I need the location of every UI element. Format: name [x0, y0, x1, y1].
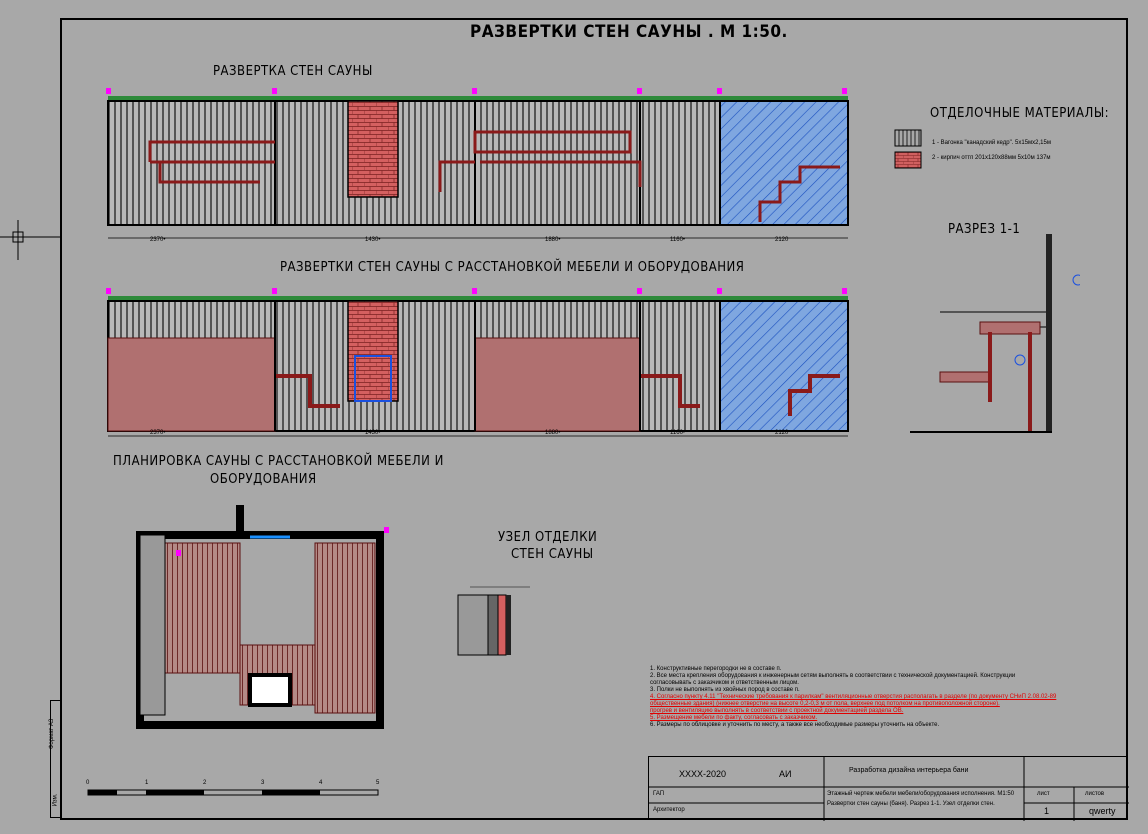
dim-top-5: 2120: [775, 237, 789, 243]
stamp-sheets-value: qwerty: [1089, 806, 1116, 816]
title-block-stamp: XXXX-2020 АИ Разработка дизайна интерьер…: [648, 756, 1129, 821]
main-title: РАЗВЕРТКИ СТЕН САУНЫ . М 1:50.: [470, 22, 788, 42]
wall-elevation-furniture: [106, 288, 849, 437]
section-title-walls: РАЗВЕРТКА СТЕН САУНЫ: [213, 64, 373, 79]
stamp-sheet-number: 1: [1044, 806, 1050, 816]
wall-finish-node-drawing: [457, 586, 530, 656]
dim-top-3: 1880•: [545, 237, 561, 243]
materials-legend-swatches: [894, 129, 922, 169]
material-2-label: 2 - кирпич оттп 201х120х88мм 5х10м 137м: [932, 155, 1051, 161]
note-3: 3. Полки не выполнять из хвойных пород в…: [650, 687, 800, 693]
stamp-stage: АИ: [779, 769, 792, 779]
dim-mid-3: 1880•: [545, 430, 561, 436]
scale-tick-4: 4: [319, 780, 323, 786]
scale-tick-3: 3: [261, 780, 265, 786]
side-title-strip: Формат А3 Изм.: [49, 700, 62, 818]
stamp-sheet-title-2: Этажный чертеж мебели мебели/оборудовани…: [827, 791, 1015, 797]
side-rev-label: Изм.: [52, 793, 59, 807]
stamp-author: Архитектор: [653, 807, 685, 813]
stamp-gip: ГАП: [653, 791, 665, 797]
note-1: 1. Конструктивные перегородки не в соста…: [650, 666, 782, 672]
scale-tick-2: 2: [203, 780, 207, 786]
dim-top-4: 1160•: [670, 237, 686, 243]
section-title-walls-furniture: РАЗВЕРТКИ СТЕН САУНЫ С РАССТАНОВКОЙ МЕБЕ…: [280, 260, 745, 275]
note-5: 5. Размещение мебели по факту, согласова…: [650, 715, 818, 721]
dim-top-1: 2370•: [150, 237, 166, 243]
material-1-label: 1 - Вагонка "канадский кедр". 5х15мх2,15…: [932, 140, 1051, 146]
stamp-sheet-label: лист: [1037, 791, 1050, 797]
scale-tick-0: 0: [86, 780, 90, 786]
stamp-code: XXXX-2020: [679, 769, 727, 779]
drawing-sheet-frame: [60, 18, 1128, 820]
section-1-1-drawing: [910, 234, 1080, 433]
note-4c: прогрев и вентиляцию выполнять в соответ…: [650, 708, 904, 714]
side-format-label: Формат А3: [49, 718, 56, 750]
materials-title: ОТДЕЛОЧНЫЕ МАТЕРИАЛЫ:: [930, 106, 1110, 121]
dim-mid-2: 1430•: [365, 430, 381, 436]
section-title-node-2: СТЕН САУНЫ: [511, 547, 594, 562]
crosshair-cursor: [0, 220, 60, 260]
section-title-plan-1: ПЛАНИРОВКА САУНЫ С РАССТАНОВКОЙ МЕБЕЛИ И: [113, 454, 444, 469]
section-title-plan-2: ОБОРУДОВАНИЯ: [210, 472, 317, 487]
scale-tick-5: 5: [376, 780, 380, 786]
stamp-sheets-label: листов: [1085, 791, 1105, 797]
dim-top-2: 1430•: [365, 237, 381, 243]
stamp-sheet-title: Развертки стен сауны (баня). Разрез 1-1.…: [827, 801, 995, 807]
scale-tick-1: 1: [145, 780, 149, 786]
note-4: 4. Согласно пункту 4.11 "Технические тре…: [650, 694, 1057, 700]
dim-mid-5: 2120: [775, 430, 789, 436]
note-4b: общественные здания) (нижнее отверстие н…: [650, 701, 1000, 707]
note-6: 6. Размеры по облицовке и уточнить по ме…: [650, 722, 940, 728]
sauna-plan-drawing: [136, 505, 389, 729]
dim-mid-4: 1160•: [670, 430, 686, 436]
stamp-project: Разработка дизайна интерьера бани: [849, 767, 969, 774]
note-2: 2. Все места крепления оборудования к ин…: [650, 673, 1016, 679]
wall-elevation-top: [106, 88, 849, 239]
section-title-node-1: УЗЕЛ ОТДЕЛКИ: [498, 530, 598, 545]
notes-block: 1. Конструктивные перегородки не в соста…: [650, 666, 1090, 729]
note-2b: согласовывать с заказчиком и ответственн…: [650, 680, 799, 686]
section-title-cut: РАЗРЕЗ 1-1: [948, 222, 1021, 237]
dim-mid-1: 2370•: [150, 430, 166, 436]
scale-bar: [87, 789, 379, 796]
stamp-grid: [649, 757, 1129, 821]
